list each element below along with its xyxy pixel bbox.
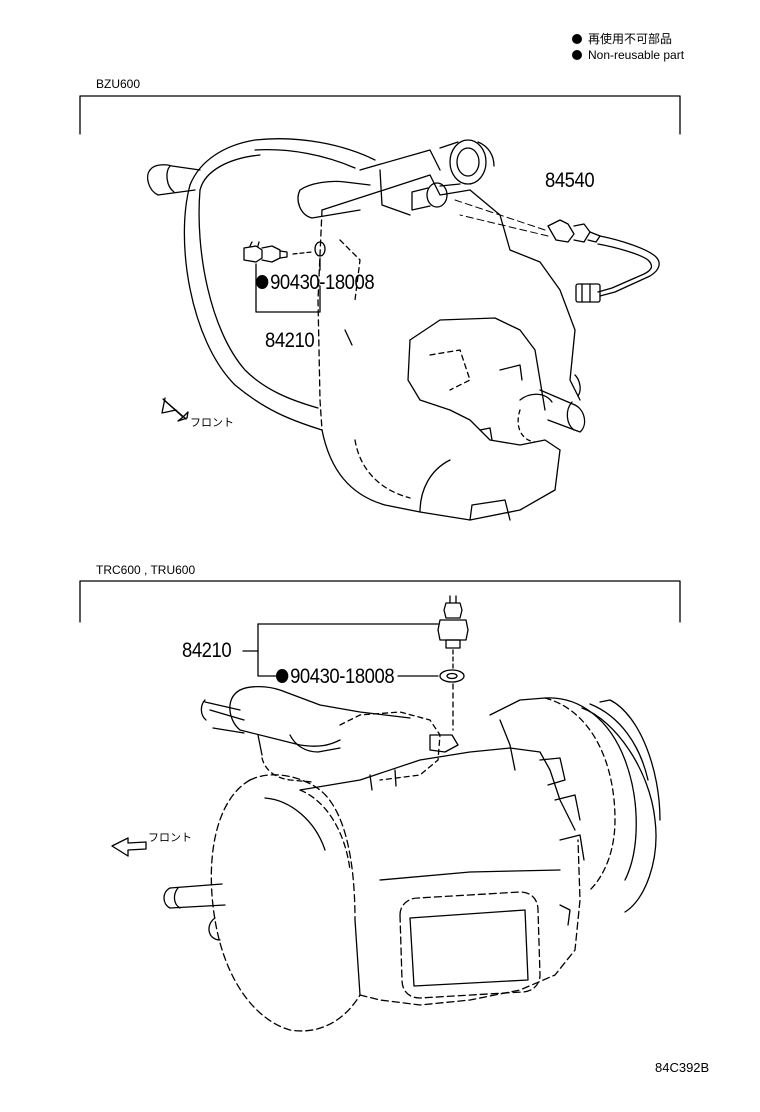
transmission-trc600 [163, 685, 661, 1032]
non-reusable-dot-icon [276, 669, 289, 683]
front-arrow-icon [111, 837, 147, 857]
non-reusable-dot-icon [572, 50, 582, 60]
part-number-90430-bzu600[interactable]: 90430-18008 [256, 271, 375, 294]
section-frame-trc600 [79, 580, 681, 623]
switch-84210-trc600 [437, 595, 469, 649]
switch-84210-bzu600 [243, 241, 288, 263]
section-model-trc600: TRC600 , TRU600 [96, 563, 196, 577]
gasket-ring-trc600 [439, 669, 465, 683]
legend-en-text: Non-reusable part [588, 48, 685, 62]
part-number-84540[interactable]: 84540 [545, 169, 595, 192]
transmission-bzu600 [147, 138, 586, 521]
non-reusable-dot-icon [256, 275, 269, 289]
front-arrow-icon [161, 397, 189, 422]
gasket-part-text: 90430-18008 [290, 665, 395, 688]
gasket-ring-bzu600 [314, 241, 326, 257]
section-frame-bzu600 [79, 95, 681, 135]
front-label-bzu600: フロント [190, 417, 234, 429]
non-reusable-dot-icon [572, 34, 582, 44]
section-model-bzu600: BZU600 [96, 77, 141, 91]
diagram-code: 84C392B [655, 1060, 710, 1075]
part-number-84210-trc600[interactable]: 84210 [182, 639, 232, 662]
gasket-part-text: 90430-18008 [270, 271, 375, 294]
legend-line-en: Non-reusable part [572, 49, 684, 61]
legend-jp-text: 再使用不可部品 [588, 32, 673, 46]
legend-line-jp: 再使用不可部品 [572, 33, 672, 45]
oil-temp-sensor-84540 [547, 219, 660, 303]
part-number-90430-trc600[interactable]: 90430-18008 [276, 665, 395, 688]
front-label-trc600: フロント [148, 832, 192, 844]
part-number-84210-bzu600[interactable]: 84210 [265, 329, 315, 352]
